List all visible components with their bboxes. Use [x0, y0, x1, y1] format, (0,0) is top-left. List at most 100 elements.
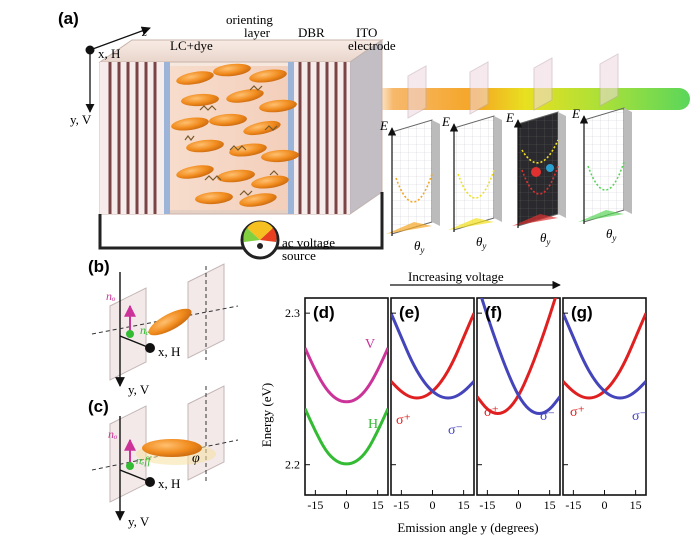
lc-molecule — [171, 117, 209, 131]
card-angle-label: θy — [540, 230, 550, 247]
subplot-g: (g) -15 0 15 σ⁺ σ⁻ — [562, 297, 647, 512]
panel-b: (b) nₒ nₑ x, H y, V — [88, 257, 239, 397]
x-tick-label: 15 — [372, 498, 384, 512]
subplot-letter: (f) — [485, 303, 502, 322]
curve-label: σ⁺ — [570, 405, 585, 420]
axis-x-label: x, H — [98, 46, 120, 61]
x-tick-label: 0 — [602, 498, 608, 512]
series-line — [305, 408, 388, 466]
b-x-label: x, H — [158, 344, 180, 359]
curve-label: σ⁻ — [540, 409, 555, 424]
ito-label-2: electrode — [348, 38, 396, 53]
panel-c: (c) nₒ nₑff φ x, H y, V — [88, 385, 239, 529]
subplot-frame — [562, 297, 647, 496]
x-tick-label: 15 — [458, 498, 470, 512]
left-dbr-stripes — [100, 62, 170, 214]
curve-label: σ⁺ — [484, 405, 499, 420]
b-no-label: nₒ — [106, 289, 116, 303]
lc-molecule — [209, 113, 247, 127]
x-axis-title: Emission angle y (degrees) — [397, 520, 538, 535]
x-tick-label: 0 — [430, 498, 436, 512]
axes-a: z x, H y, V — [70, 24, 151, 127]
c-x-label: x, H — [158, 476, 180, 491]
x-tick-label: -15 — [307, 498, 323, 512]
voltage-arrow-label: Increasing voltage — [408, 269, 504, 284]
dispersion-card: Eθy — [505, 57, 566, 247]
orienting-label-1: orienting — [226, 12, 273, 27]
lc-molecule — [181, 93, 219, 107]
panel-a: (a) — [58, 9, 690, 263]
lc-molecule — [261, 149, 299, 163]
card-angle-label: θy — [414, 238, 424, 255]
lc-molecule — [239, 193, 277, 207]
subplot-letter: (g) — [571, 303, 593, 322]
right-dbr-stripes — [288, 62, 350, 214]
x-tick-label: 0 — [344, 498, 350, 512]
dbr-label: DBR — [298, 25, 325, 40]
y-tick-label: 2.2 — [285, 458, 300, 472]
x-tick-label: 15 — [630, 498, 642, 512]
x-tick-label: -15 — [479, 498, 495, 512]
card-angle-label: θy — [606, 226, 616, 243]
panel-b-letter: (b) — [88, 257, 110, 276]
axis-y-label: y, V — [70, 112, 92, 127]
lc-molecule — [176, 165, 214, 179]
curve-label: σ⁺ — [396, 413, 411, 428]
c-lc-molecule — [142, 439, 202, 457]
dye-molecules — [184, 85, 279, 196]
lc-molecule — [243, 120, 281, 136]
card-energy-label: E — [441, 114, 450, 129]
card-energy-label: E — [379, 118, 388, 133]
ac-source-icon — [240, 220, 280, 260]
dispersion-card: Eθy — [571, 53, 632, 243]
lc-cell — [170, 66, 288, 210]
x-tick-label: 0 — [516, 498, 522, 512]
c-y-label: y, V — [128, 514, 150, 529]
series-line — [563, 312, 646, 400]
curve-label: V — [365, 337, 375, 352]
subplot-e: (e) -15 0 15 σ⁺ σ⁻ — [390, 297, 475, 512]
card-energy-label: E — [571, 106, 580, 121]
curve-label: σ⁻ — [448, 423, 463, 438]
b-lc-molecule — [148, 308, 192, 336]
lc-molecule — [251, 175, 289, 189]
source-label-1: ac voltage — [282, 235, 335, 250]
ito-label-1: ITO — [356, 25, 377, 40]
lc-molecule — [229, 143, 267, 157]
y-axis-title: Energy (eV) — [259, 383, 274, 447]
lc-molecule — [249, 69, 287, 83]
dispersion-card: Eθy — [441, 61, 502, 251]
source-label-2: source — [282, 248, 316, 263]
subplot-letter: (e) — [399, 303, 420, 322]
dispersion-plots: Increasing voltage Energy (eV) Emission … — [259, 269, 647, 535]
lc-molecule — [226, 89, 264, 103]
lc-molecule — [217, 169, 255, 183]
curve-label: σ⁻ — [632, 409, 647, 424]
lc-molecule — [176, 71, 214, 85]
device-top-face — [98, 39, 384, 63]
card-angle-label: θy — [476, 234, 486, 251]
series-line — [391, 312, 474, 400]
subplot-frame — [390, 297, 475, 496]
lc-molecule — [213, 63, 251, 77]
panel-c-letter: (c) — [88, 397, 109, 416]
c-neff-label: nₑff — [136, 455, 152, 467]
x-tick-label: -15 — [393, 498, 409, 512]
subplot-frame — [304, 297, 389, 496]
card-energy-label: E — [505, 110, 514, 125]
dispersion-card: Eθy — [379, 65, 440, 255]
series-line — [305, 347, 388, 404]
orienting-label-2: layer — [244, 25, 271, 40]
series-line — [480, 298, 560, 416]
x-tick-label: -15 — [565, 498, 581, 512]
c-phi-label: φ — [192, 451, 200, 466]
b-ne-label: nₑ — [140, 323, 149, 337]
b-y-label: y, V — [128, 382, 150, 397]
lc-molecule — [259, 99, 297, 113]
lc-molecule — [186, 139, 224, 153]
curve-label: H — [368, 417, 378, 432]
